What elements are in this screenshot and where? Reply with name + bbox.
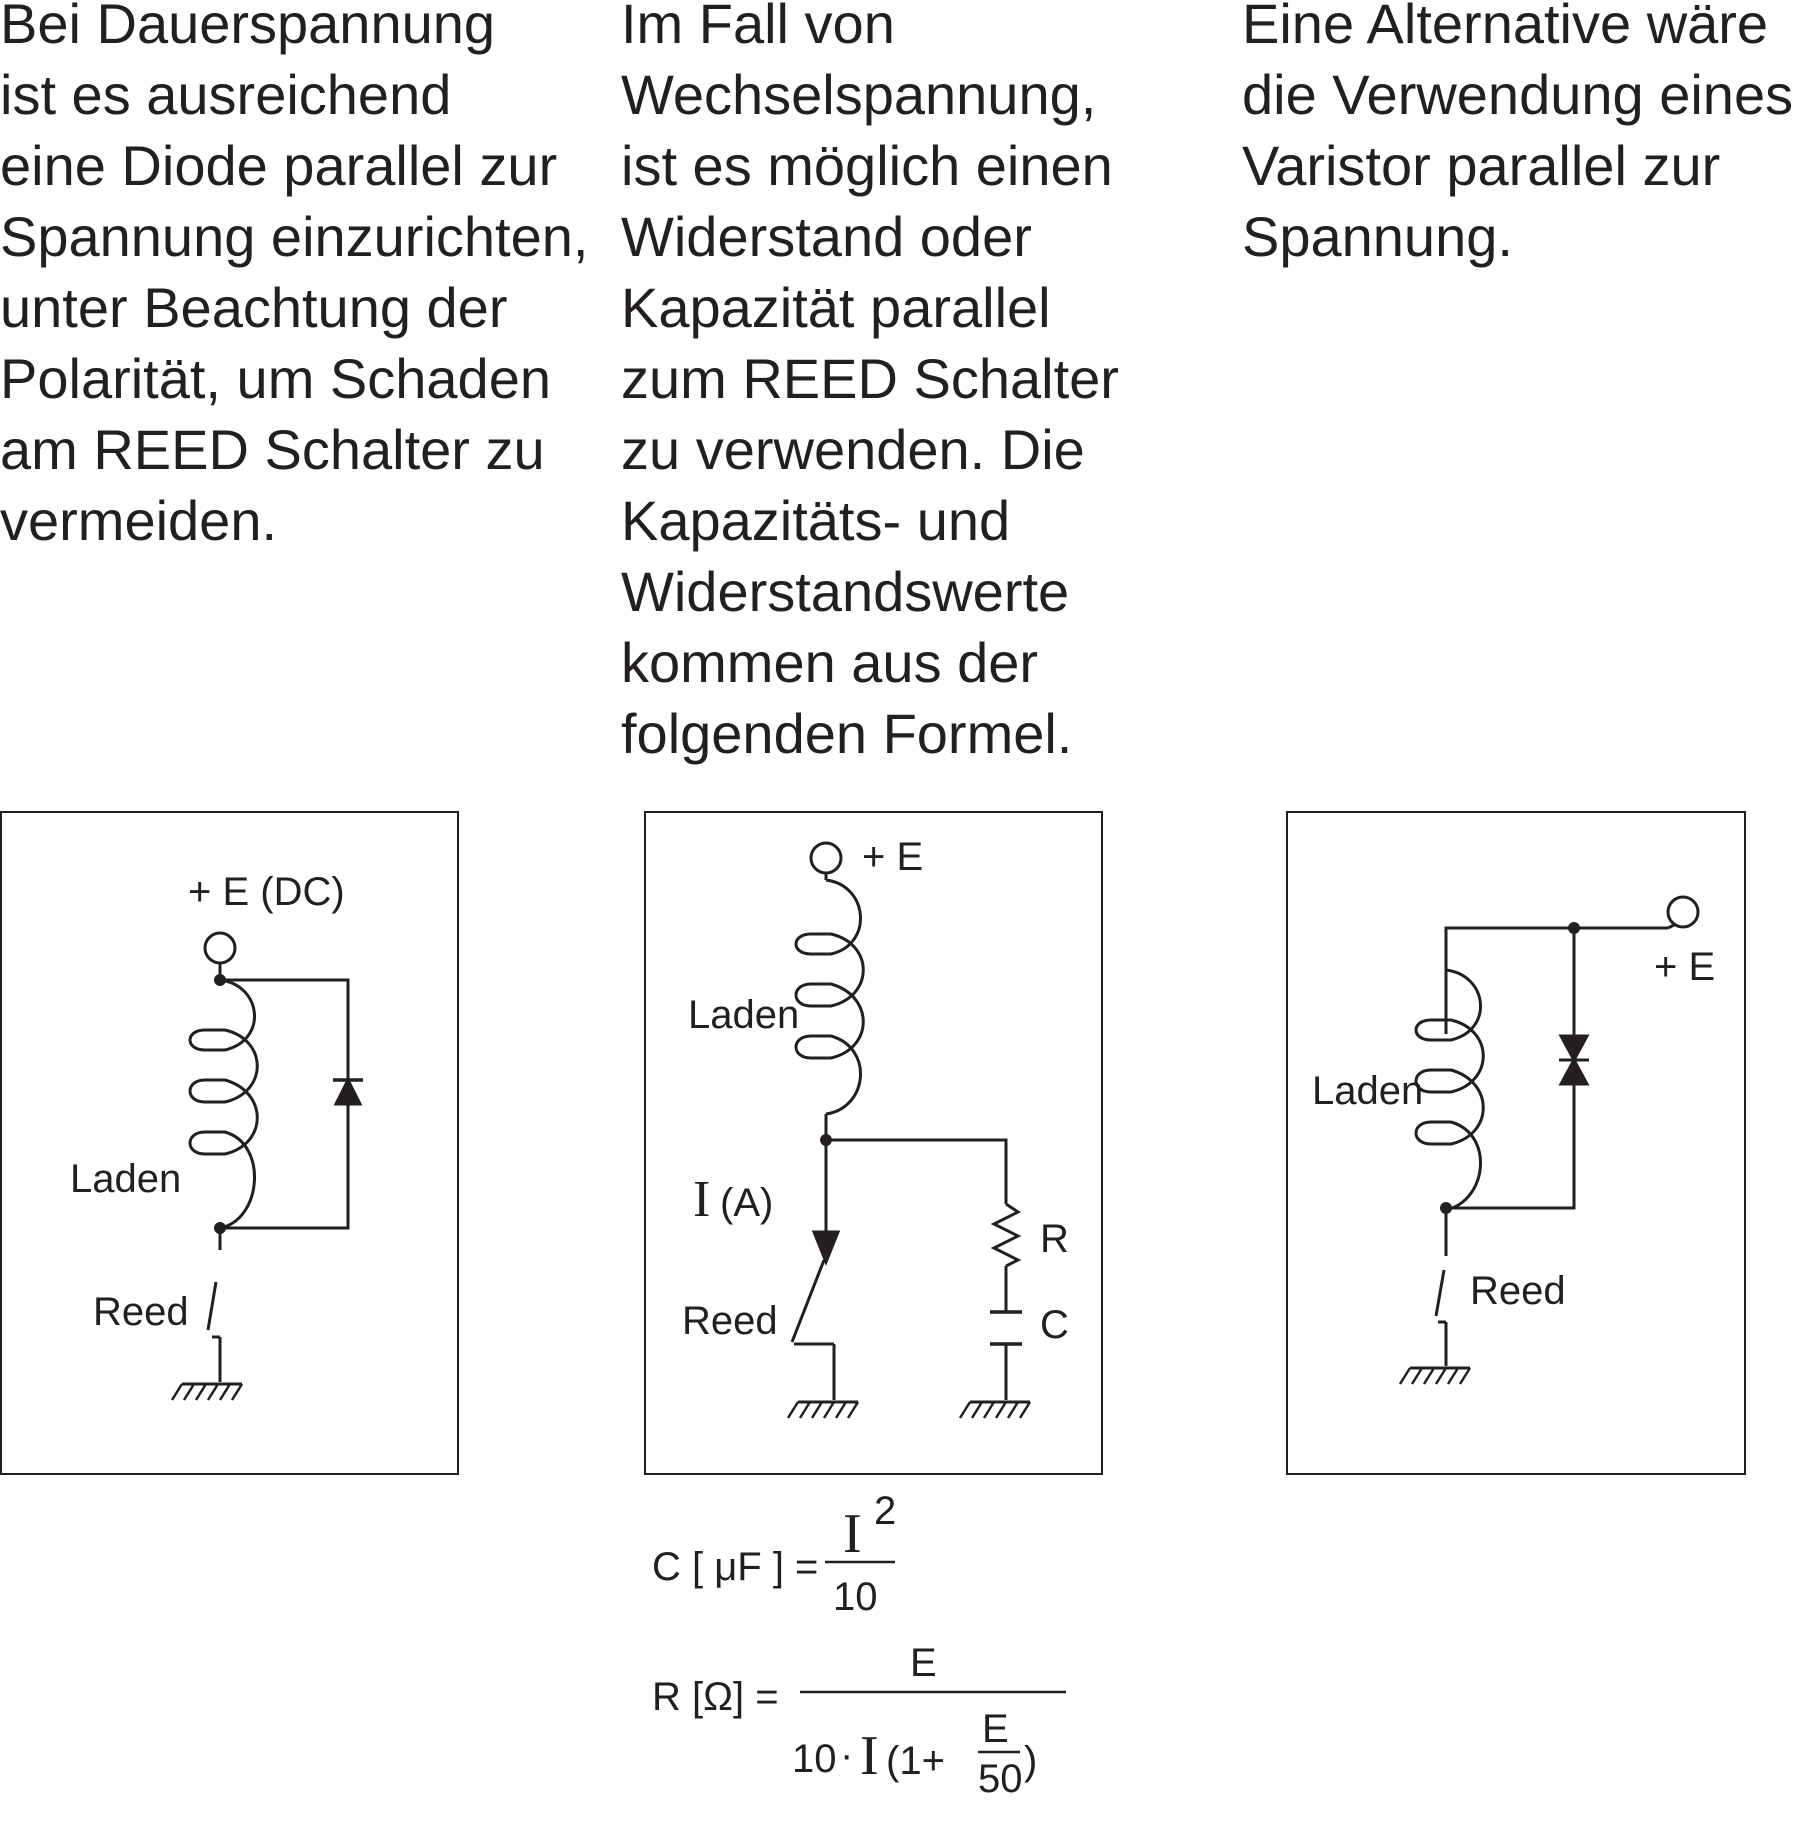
current-arrow [811, 1230, 841, 1267]
circuit-ac [644, 811, 1103, 1475]
reed-switch [790, 1259, 826, 1343]
resistor-symbol [990, 1202, 1022, 1268]
reed-switch [1434, 1269, 1446, 1317]
current-symbol: I [693, 1171, 710, 1228]
text-line: vermeiden. [0, 489, 278, 552]
circuit-dc [0, 811, 459, 1475]
supply-terminal [203, 931, 237, 965]
switch-label: Reed [1470, 1269, 1566, 1313]
load-label: Laden [688, 993, 799, 1037]
text-line: Wechselspannung, [621, 63, 1097, 126]
circuit-varistor-frame [1286, 811, 1746, 1475]
text-line: unter Beachtung der [0, 276, 508, 339]
circuit-dc-frame [0, 811, 459, 1475]
formula-numerator: I [843, 1503, 862, 1565]
diode-symbol [333, 1076, 363, 1106]
supply-label: + E [862, 835, 923, 879]
text-line: Widerstand oder [621, 205, 1032, 268]
formula-den-open: (1+ [886, 1739, 945, 1783]
switch-label: Reed [93, 1290, 189, 1334]
circuit-ac-frame [644, 811, 1103, 1475]
text-line: Im Fall von [621, 0, 895, 55]
text-line: ist es möglich einen [621, 134, 1113, 197]
supply-label: + E (DC) [188, 870, 345, 914]
ground-symbol [786, 1400, 860, 1420]
formula-den-current: I [860, 1725, 879, 1787]
load-label: Laden [1312, 1069, 1423, 1113]
formula-numerator: E [910, 1641, 937, 1685]
rc-wire [826, 1138, 1008, 1204]
formula-denominator: 10 [833, 1575, 878, 1619]
supply-terminal [809, 841, 843, 875]
formula-resistance: R [Ω] = E 10 · I (1+ E 50 ) [652, 1641, 1066, 1801]
formula-lhs: R [Ω] = [652, 1675, 779, 1719]
text-line: Kapazität parallel [621, 276, 1051, 339]
formula-capacitance: C [ μF ] = I 2 10 [652, 1489, 896, 1619]
formula-exponent: 2 [874, 1489, 896, 1533]
text-line: Bei Dauerspannung [0, 0, 496, 55]
paragraph-dc: Bei Dauerspannung ist es ausreichend ein… [0, 0, 588, 556]
reed-switch [206, 1281, 218, 1331]
text-line: Spannung einzurichten, [0, 205, 589, 268]
load-coil [794, 878, 865, 1116]
paragraph-ac: Im Fall von Wechselspannung, ist es mögl… [621, 0, 1119, 769]
supply-label: + E [1654, 945, 1715, 989]
text-line: Kapazitäts- und [621, 489, 1011, 552]
formula-den-frac-den: 50 [978, 1757, 1023, 1801]
text-line: zum REED Schalter [621, 347, 1119, 410]
load-label: Laden [70, 1157, 181, 1201]
formula-den-dot: · [840, 1733, 853, 1777]
ground-symbol [958, 1400, 1032, 1420]
circuit-varistor [1286, 811, 1746, 1475]
load-coil [188, 978, 259, 1230]
load-coil [1414, 968, 1485, 1212]
text-line: eine Diode parallel zur [0, 134, 558, 197]
text-line: Polarität, um Schaden [0, 347, 551, 410]
formula-den-close: ) [1024, 1739, 1037, 1783]
formula-lhs: C [ μF ] = [652, 1545, 818, 1589]
ground-symbol [170, 1382, 244, 1402]
switch-label: Reed [682, 1299, 778, 1343]
text-line: Widerstandswerte [621, 560, 1070, 623]
current-unit: (A) [720, 1181, 773, 1225]
text-line: Eine Alternative wäre [1242, 0, 1769, 55]
resistor-label: R [1040, 1217, 1069, 1261]
ground-symbol [1398, 1366, 1472, 1386]
text-line: am REED Schalter zu [0, 418, 545, 481]
formula-den-ten: 10 [792, 1737, 837, 1781]
varistor-symbol [1558, 1034, 1590, 1064]
text-line: folgenden Formel. [621, 702, 1073, 765]
text-line: Varistor parallel zur [1242, 134, 1721, 197]
formula-den-frac-num: E [982, 1707, 1009, 1751]
text-line: zu verwenden. Die [621, 418, 1085, 481]
text-line: ist es ausreichend [0, 63, 452, 126]
varistor-wire [1446, 928, 1576, 1210]
diode-wire [220, 978, 350, 1230]
text-line: kommen aus der [621, 631, 1039, 694]
text-line: Spannung. [1242, 205, 1513, 268]
paragraph-varistor: Eine Alternative wäre die Verwendung ein… [1242, 0, 1793, 272]
junction-dot [214, 974, 226, 986]
supply-terminal [1666, 895, 1700, 929]
capacitor-label: C [1040, 1303, 1069, 1347]
text-line: die Verwendung eines [1242, 63, 1794, 126]
